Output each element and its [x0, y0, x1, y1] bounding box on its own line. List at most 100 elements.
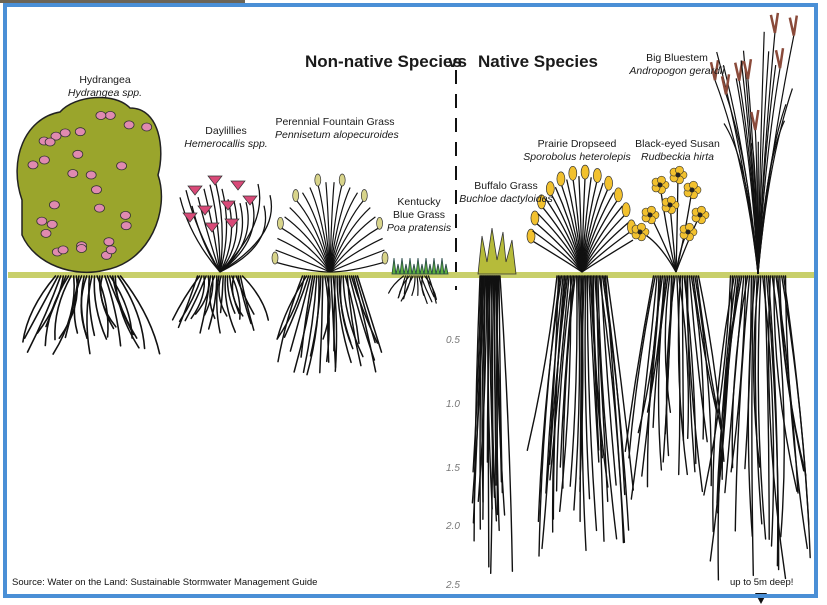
- susan-flower-center: [698, 213, 703, 218]
- hydrangea-flower: [39, 156, 49, 164]
- dropseed-seedhead: [581, 165, 589, 179]
- lily-flower: [208, 176, 222, 185]
- grass-seedhead: [382, 252, 388, 264]
- susan-flower-center: [686, 230, 691, 235]
- grass-seedhead: [293, 190, 299, 202]
- scientific-name: Hydrangea spp.: [55, 87, 155, 100]
- dropseed-seedhead: [557, 172, 565, 186]
- label-big-bluestem: Big Bluestem Andropogon gerardii: [622, 52, 732, 78]
- grass-seedhead: [361, 190, 367, 202]
- label-prairie-dropseed: Prairie Dropseed Sporobolus heterolepis: [522, 138, 632, 164]
- depth-tick-2-5: 2.5: [438, 580, 468, 591]
- label-fountain-grass: Perennial Fountain Grass Pennisetum alop…: [275, 116, 395, 142]
- hydrangea-flower: [28, 161, 38, 169]
- hydrangea-flower: [121, 222, 131, 230]
- hydrangea-flower: [45, 138, 55, 146]
- hydrangea-flower: [77, 245, 87, 253]
- label-kentucky-blue-grass: Kentucky Blue Grass Poa pratensis: [385, 196, 453, 235]
- bluestem-seedhead: [771, 13, 778, 33]
- hydrangea-flower: [104, 238, 114, 246]
- lily-flower: [243, 196, 257, 205]
- hydrangea-flower: [47, 220, 57, 228]
- dropseed-seedhead: [614, 188, 622, 202]
- grass-seedhead: [339, 174, 345, 186]
- grass-seedhead: [277, 217, 283, 229]
- roots-fountain-grass: [277, 276, 381, 375]
- grass-seedhead: [377, 217, 383, 229]
- hydrangea-flower: [96, 112, 106, 120]
- source-caption: Source: Water on the Land: Sustainable S…: [12, 577, 317, 588]
- depth-tick-1-5: 1.5: [438, 463, 468, 474]
- susan-flower-center: [648, 213, 653, 218]
- depth-tick-2-0: 2.0: [438, 521, 468, 532]
- common-name: Buffalo Grass: [458, 180, 554, 193]
- depth-tick-1-0: 1.0: [438, 399, 468, 410]
- black-eyed-susan-plant: [632, 166, 709, 272]
- common-name: Prairie Dropseed: [522, 138, 632, 151]
- hydrangea-flower: [124, 121, 134, 129]
- label-buffalo-grass: Buffalo Grass Buchloe dactyloides: [458, 180, 554, 206]
- hydrangea-flower: [60, 129, 70, 137]
- susan-flower-center: [658, 183, 663, 188]
- susan-flower-center: [668, 203, 673, 208]
- hydrangea-flower: [75, 128, 85, 136]
- lily-flower: [221, 201, 235, 210]
- hydrangea-shrub: [17, 97, 161, 272]
- dropseed-seedhead: [531, 211, 539, 225]
- label-black-eyed-susan: Black-eyed Susan Rudbeckia hirta: [630, 138, 725, 164]
- roots-kentucky-blue-grass: [389, 276, 437, 303]
- roots-buffalo-grass: [472, 276, 512, 573]
- susan-flower-center: [690, 188, 695, 193]
- bluestem-seedhead: [776, 48, 783, 68]
- scientific-name: Poa pratensis: [385, 222, 453, 235]
- grass-seedhead: [272, 252, 278, 264]
- lily-flower: [231, 181, 245, 190]
- label-hydrangea: Hydrangea Hydrangea spp.: [55, 74, 155, 100]
- roots-prairie-dropseed: [527, 276, 633, 556]
- hydrangea-flower: [86, 171, 96, 179]
- hydrangea-flower: [58, 246, 68, 254]
- common-name: Perennial Fountain Grass: [275, 116, 395, 129]
- common-name: Black-eyed Susan: [630, 138, 725, 151]
- hydrangea-flower: [121, 211, 131, 219]
- deep-root-note: up to 5m deep!: [730, 577, 793, 588]
- heading-native: Native Species: [478, 52, 598, 72]
- heading-vs: vs: [448, 52, 467, 72]
- bluestem-seedhead: [751, 110, 758, 130]
- hydrangea-flower: [105, 111, 115, 119]
- hydrangea-flower: [95, 204, 105, 212]
- common-name-line2: Blue Grass: [385, 209, 453, 222]
- fountain-grass-plant: [272, 174, 388, 272]
- scientific-name: Buchloe dactyloides: [458, 193, 554, 206]
- scientific-name: Rudbeckia hirta: [630, 151, 725, 164]
- scientific-name: Andropogon gerardii: [622, 65, 732, 78]
- susan-flower-center: [676, 173, 681, 178]
- common-name-line1: Kentucky: [385, 196, 453, 209]
- grass-seedhead: [315, 174, 321, 186]
- scientific-name: Hemerocallis spp.: [176, 138, 276, 151]
- scientific-name: Sporobolus heterolepis: [522, 151, 632, 164]
- buffalo-grass-tuft: [478, 228, 516, 274]
- hydrangea-flower: [49, 201, 59, 209]
- heading-non-native: Non-native Species: [305, 52, 462, 72]
- label-daylillies: Daylillies Hemerocallis spp.: [176, 125, 276, 151]
- down-arrow-icon: [755, 593, 767, 604]
- common-name: Daylillies: [176, 125, 276, 138]
- root-systems: [23, 276, 810, 580]
- hydrangea-flower: [37, 217, 47, 225]
- dropseed-seedhead: [593, 169, 601, 183]
- susan-flower-center: [638, 230, 643, 235]
- bluestem-seedhead: [790, 16, 797, 36]
- hydrangea-flower: [117, 162, 127, 170]
- hydrangea-flower: [41, 229, 51, 237]
- lily-flower: [188, 186, 202, 195]
- common-name: Hydrangea: [55, 74, 155, 87]
- dropseed-seedhead: [622, 203, 630, 217]
- scientific-name: Pennisetum alopecuroides: [275, 129, 395, 142]
- dropseed-seedhead: [569, 166, 577, 180]
- roots-daylillies: [173, 276, 269, 333]
- common-name: Big Bluestem: [622, 52, 732, 65]
- hydrangea-flower: [142, 123, 152, 131]
- depth-tick-0-5: 0.5: [438, 335, 468, 346]
